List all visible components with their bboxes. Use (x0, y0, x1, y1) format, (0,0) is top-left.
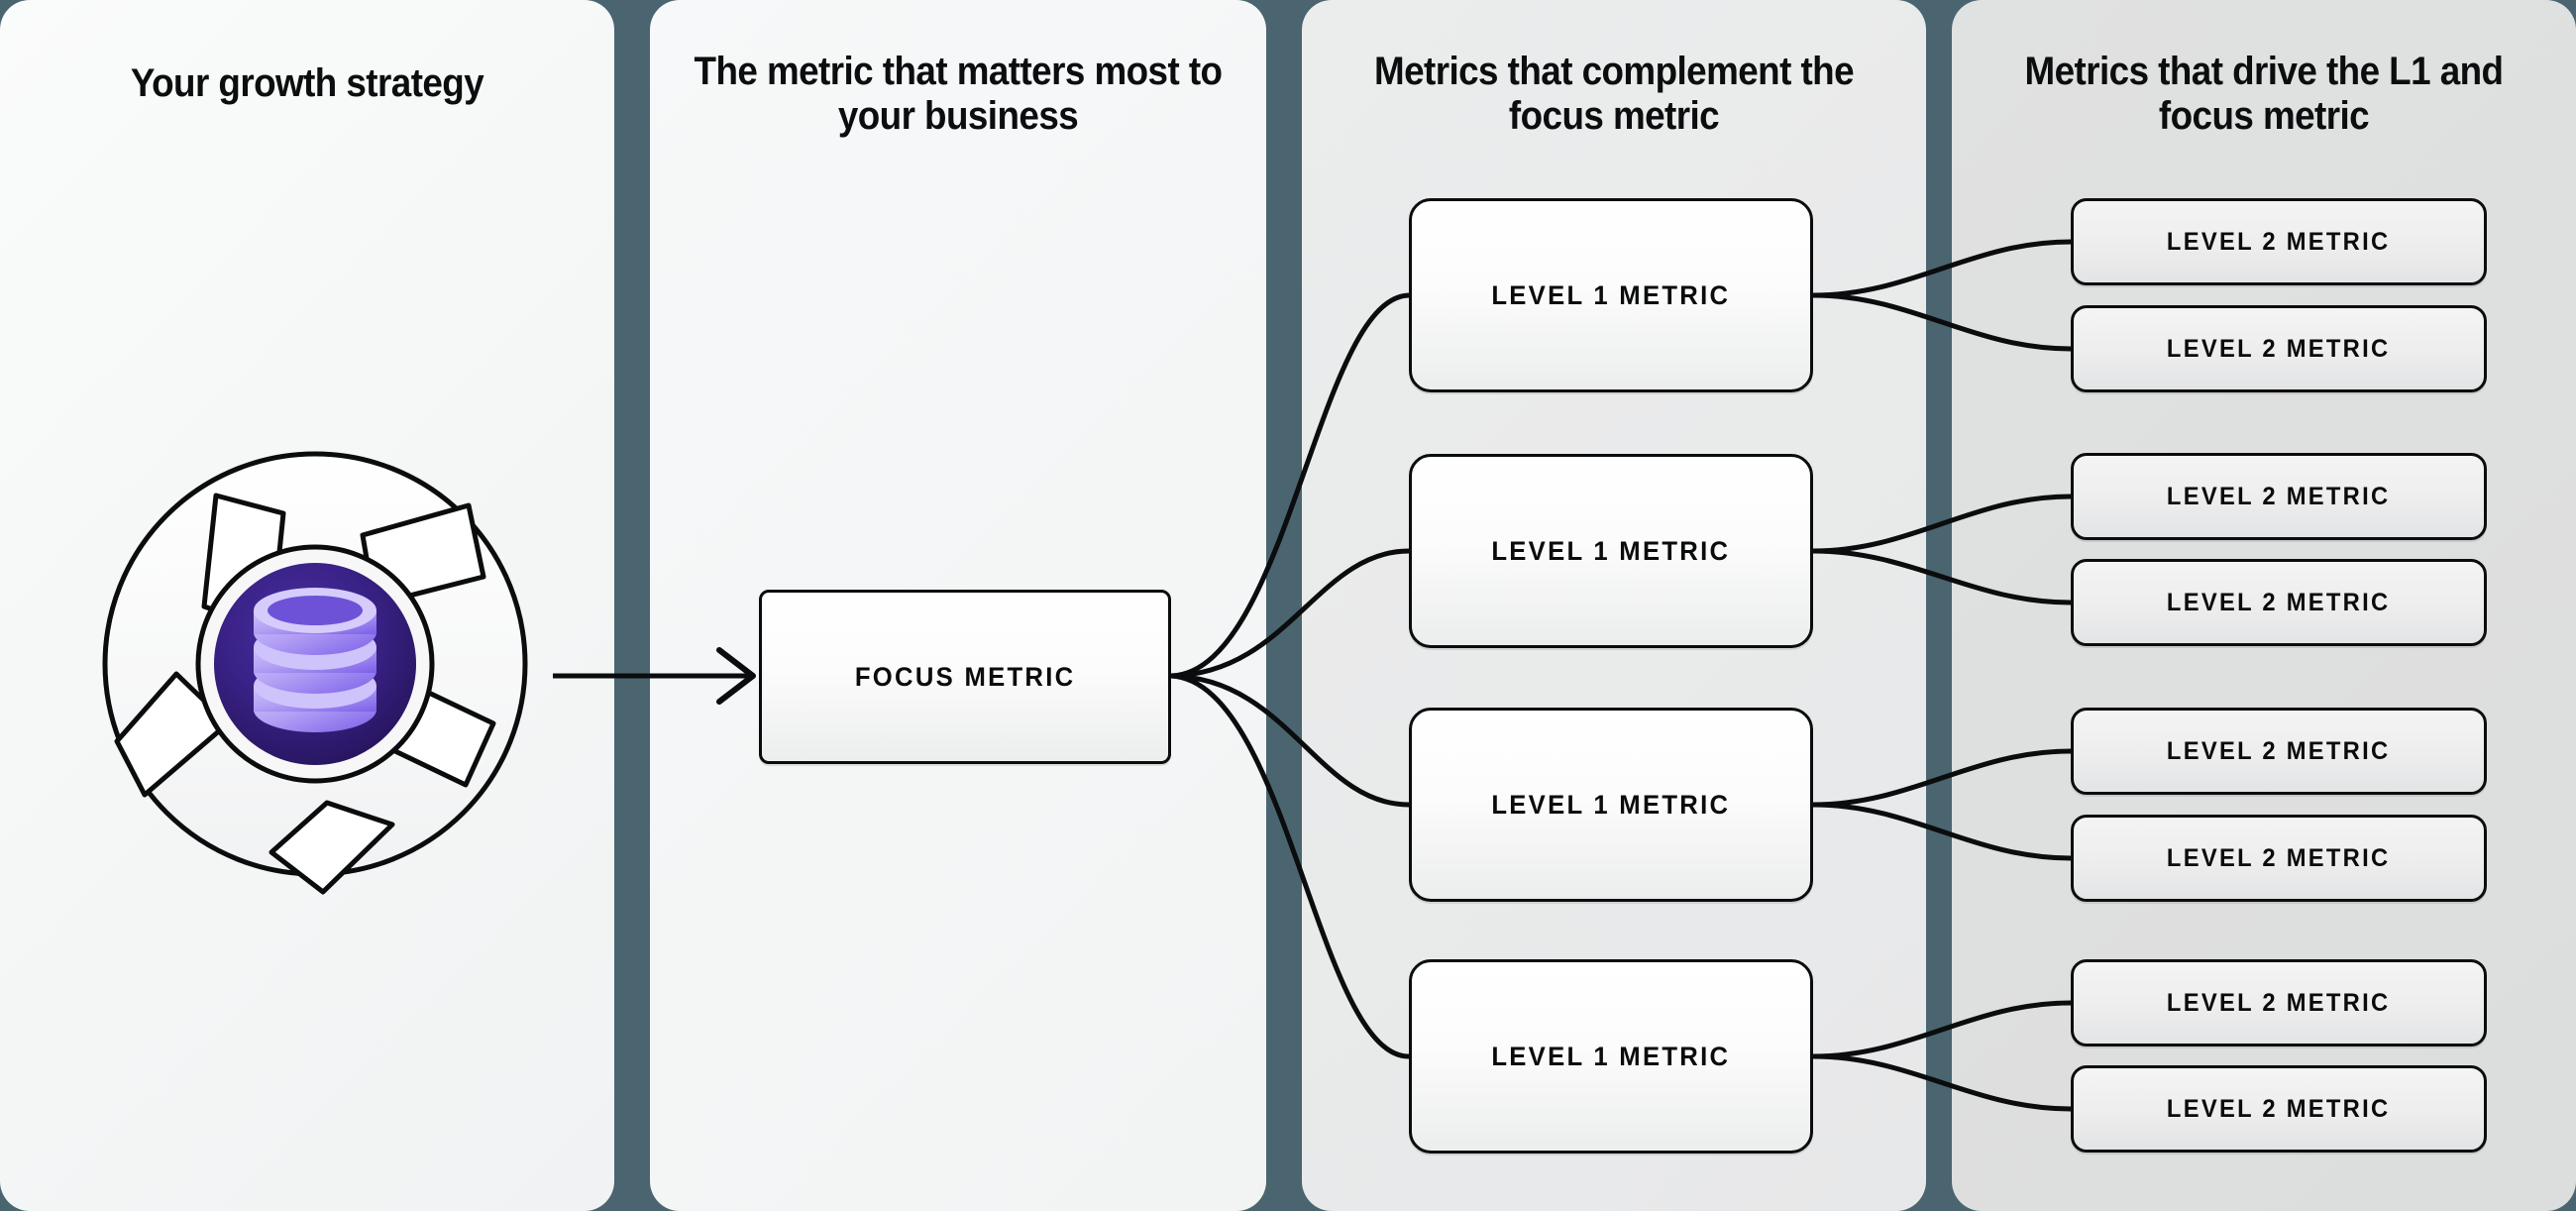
node-label: LEVEL 2 METRIC (2167, 988, 2391, 1017)
node-label: LEVEL 1 METRIC (1491, 789, 1731, 820)
node-level2-metric-5[interactable]: LEVEL 2 METRIC (2071, 708, 2487, 795)
node-level2-metric-8[interactable]: LEVEL 2 METRIC (2071, 1065, 2487, 1153)
column-title-driver-metrics: Metrics that drive the L1 and focus metr… (2024, 50, 2505, 138)
node-level1-metric-3[interactable]: LEVEL 1 METRIC (1409, 708, 1813, 902)
node-level2-metric-6[interactable]: LEVEL 2 METRIC (2071, 815, 2487, 902)
node-level2-metric-1[interactable]: LEVEL 2 METRIC (2071, 198, 2487, 285)
node-level2-metric-7[interactable]: LEVEL 2 METRIC (2071, 959, 2487, 1046)
node-label: LEVEL 1 METRIC (1491, 535, 1731, 566)
node-level1-metric-4[interactable]: LEVEL 1 METRIC (1409, 959, 1813, 1154)
node-label: LEVEL 2 METRIC (2167, 482, 2391, 510)
node-label: LEVEL 2 METRIC (2167, 334, 2391, 363)
node-level2-metric-4[interactable]: LEVEL 2 METRIC (2071, 559, 2487, 646)
node-level2-metric-2[interactable]: LEVEL 2 METRIC (2071, 305, 2487, 392)
node-label: LEVEL 2 METRIC (2167, 736, 2391, 765)
node-label: FOCUS METRIC (854, 661, 1076, 692)
node-label: LEVEL 2 METRIC (2167, 1094, 2391, 1123)
database-aperture-logo (102, 451, 528, 895)
node-level2-metric-3[interactable]: LEVEL 2 METRIC (2071, 453, 2487, 540)
database-icon (254, 588, 376, 732)
node-level1-metric-1[interactable]: LEVEL 1 METRIC (1409, 198, 1813, 392)
node-label: LEVEL 1 METRIC (1491, 1041, 1731, 1071)
node-label: LEVEL 2 METRIC (2167, 588, 2391, 616)
column-title-growth-strategy: Your growth strategy (130, 61, 484, 105)
node-label: LEVEL 2 METRIC (2167, 227, 2391, 256)
column-title-focus-metric: The metric that matters most to your bus… (694, 50, 1224, 138)
node-label: LEVEL 2 METRIC (2167, 843, 2391, 872)
column-title-complement-metrics: Metrics that complement the focus metric (1373, 50, 1855, 138)
node-focus-metric[interactable]: FOCUS METRIC (759, 590, 1171, 764)
node-label: LEVEL 1 METRIC (1491, 279, 1731, 310)
node-level1-metric-2[interactable]: LEVEL 1 METRIC (1409, 454, 1813, 648)
